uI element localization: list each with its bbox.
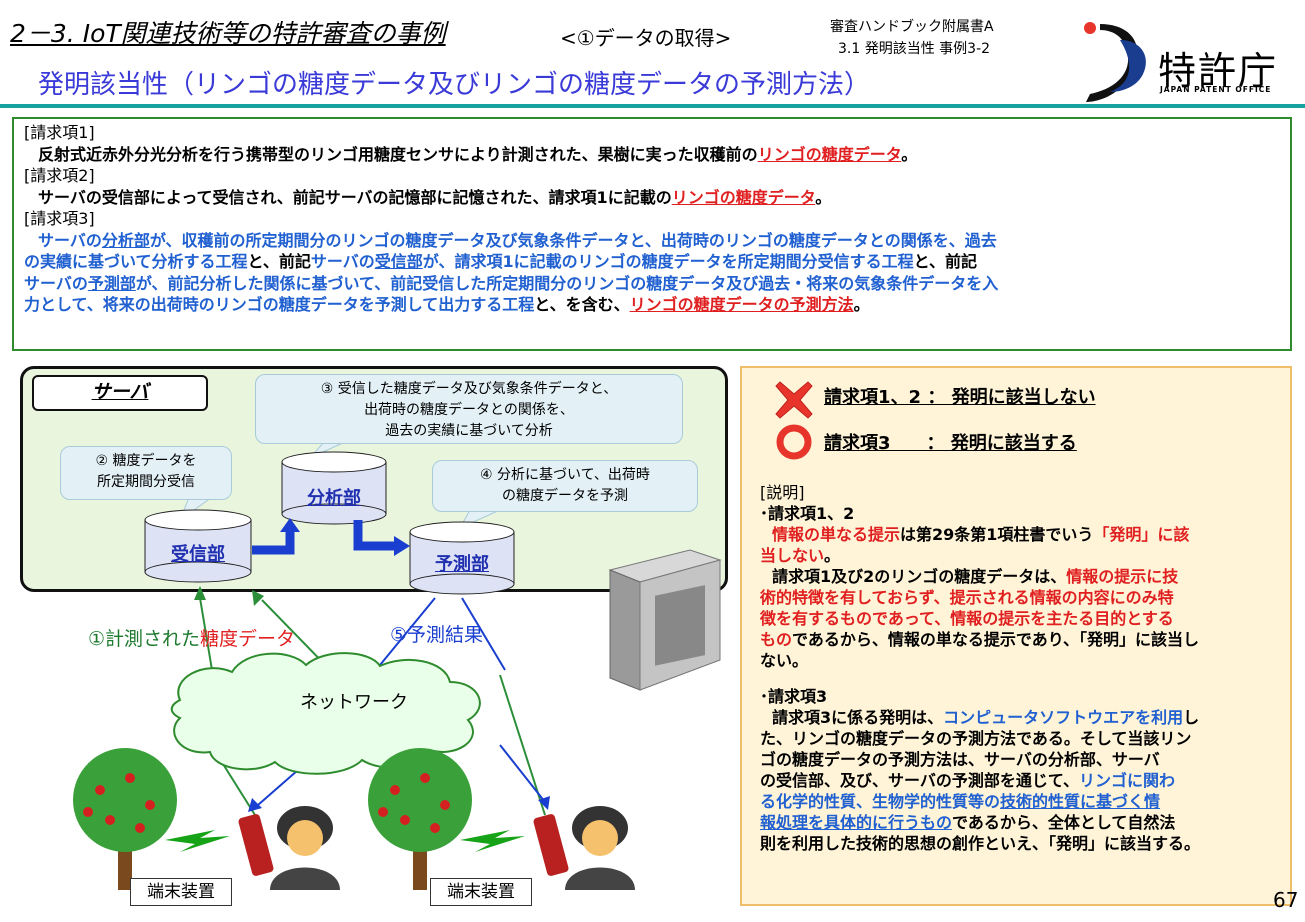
handbook-reference: 審査ハンドブック附属書A: [830, 19, 994, 35]
server-tower-icon: [608, 549, 722, 691]
claims-box: [請求項1] 反射式近赤外分光分析を行う携帯型のリンゴ用糖度センサにより計測され…: [12, 117, 1292, 351]
bubble-analyze: ③ 受信した糖度データ及び気象条件データと、 出荷時の糖度データとの関係を、 過…: [255, 374, 683, 444]
header-divider: [0, 104, 1305, 108]
case-reference: 3.1 発明該当性 事例3-2: [838, 41, 991, 57]
explain-claim-3-heading: ･請求項3: [760, 687, 828, 706]
result-claim-3: 請求項3 ： 発明に該当する: [824, 433, 1077, 454]
page-number: 67: [1273, 888, 1299, 912]
claim3-label: [請求項3]: [24, 209, 95, 228]
bubble-predict-line2: の糖度データを予測: [502, 488, 628, 504]
server-label: サーバ: [32, 375, 208, 411]
explanation-panel: [740, 366, 1292, 906]
explain-line: 術的特徴を有しておらず、提示される情報の内容にのみ特: [760, 588, 1174, 607]
logo-english-text: JAPAN PATENT OFFICE: [1160, 85, 1272, 94]
bubble-predict-line1: ④ 分析に基づいて、出荷時: [480, 467, 650, 483]
analyzer-label: 分析部: [307, 488, 361, 509]
apple-tree-icon: [368, 748, 472, 890]
terminal-label-2: 端末装置: [430, 878, 532, 906]
claim2-label: [請求項2]: [24, 166, 95, 185]
person-with-terminal-icon: [533, 806, 635, 890]
measured-data-label: ①計測された糖度データ: [88, 628, 296, 650]
explain-line: ゴの糖度データの予測方法は、サーバの分析部、サーバ: [760, 750, 1160, 769]
claim1-text: 反射式近赤外分光分析を行う携帯型のリンゴ用糖度センサにより計測された、果樹に実っ…: [38, 144, 918, 164]
explanation-text: [説明] ･請求項1、2 情報の単なる提示は第29条第1項柱書でいう「発明」に該…: [760, 482, 1284, 854]
signal-icon: [165, 830, 230, 852]
network-label: ネットワーク: [300, 692, 408, 713]
explain-line: 報処理を具体的に行うものであるから、全体として自然法: [760, 813, 1176, 832]
claim3-line3: サーバの予測部が、前記分析した関係に基づいて、前記受信した所定期間分のリンゴの糖…: [24, 273, 999, 293]
claim3-line1: サーバの分析部が、収穫前の所定期間分のリンゴの糖度データ及び気象条件データと、出…: [38, 230, 997, 250]
explain-line: た、リンゴの糖度データの予測方法である。そして当該リン: [760, 729, 1192, 748]
circle-icon: [776, 424, 812, 460]
predictor-cylinder-icon: [409, 521, 515, 595]
bubble-receive-line2: 所定期間分受信: [97, 474, 195, 490]
signal-icon: [460, 830, 525, 852]
explain-heading: [説明]: [760, 483, 805, 502]
person-with-terminal-icon: [238, 806, 340, 890]
slide-subtitle: <①データの取得>: [560, 26, 732, 50]
section-heading: 発明該当性（リンゴの糖度データ及びリンゴの糖度データの予測方法）: [38, 70, 871, 100]
explain-line: 請求項1及び2のリンゴの糖度データは、情報の提示に技: [772, 567, 1179, 586]
bubble-analyze-line2: 出荷時の糖度データとの関係を、: [364, 402, 574, 418]
terminal-label-1: 端末装置: [130, 878, 232, 906]
explain-line: 則を利用した技術的思想の創作といえ、「発明」に該当する。: [760, 834, 1201, 853]
receiver-cylinder-icon: [144, 509, 252, 583]
explain-line: ものであるから、情報の単なる提示であり、「発明」に該当し: [760, 630, 1200, 649]
result-claims-1-2: 請求項1、2 ： 発明に該当しない: [824, 387, 1096, 408]
predictor-label: 予測部: [435, 554, 489, 575]
bubble-predict: ④ 分析に基づいて、出荷時 の糖度データを予測: [432, 460, 698, 512]
explain-line: の受信部、及び、サーバの予測部を通じて、リンゴに関わ: [760, 771, 1176, 790]
receiver-label: 受信部: [171, 544, 225, 565]
jpo-logo-icon: [1084, 22, 1146, 102]
bubble-receive: ② 糖度データを 所定期間分受信: [60, 446, 232, 500]
claim3-line2: の実績に基づいて分析する工程と、前記サーバの受信部が、請求項1に記載のリンゴの糖…: [24, 252, 977, 271]
claim2-text: サーバの受信部によって受信され、前記サーバの記憶部に記憶された、請求項1に記載の…: [38, 187, 832, 207]
explain-line: 請求項3に係る発明は、コンピュータソフトウエアを利用し: [772, 708, 1200, 727]
explain-claims-1-2-heading: ･請求項1、2: [760, 504, 855, 523]
bubble-receive-line1: ② 糖度データを: [95, 453, 197, 469]
network-cloud-icon: [170, 652, 481, 775]
explain-line: ない。: [760, 651, 809, 670]
explain-line: 情報の単なる提示は第29条第1項柱書でいう「発明」に該: [772, 525, 1190, 544]
analyzer-cylinder-icon: [281, 451, 387, 525]
bubble-analyze-line1: ③ 受信した糖度データ及び気象条件データと、: [320, 381, 618, 397]
diagram-graphics: [73, 434, 722, 890]
bubble-analyze-line3: 過去の実績に基づいて分析: [385, 423, 553, 439]
explain-line: 徴を有するものであって、情報の提示を主たる目的とする: [760, 609, 1174, 628]
explain-line: 当しない。: [760, 546, 841, 565]
slide-title: 2－3. IoT関連技術等の特許審査の事例: [10, 19, 446, 48]
claim1-label: [請求項1]: [24, 123, 95, 142]
claim3-line4: 力として、将来の出荷時のリンゴの糖度データを予測して出力する工程と、を含む、リン…: [24, 295, 870, 314]
prediction-result-label: ⑤予測結果: [390, 624, 484, 646]
explain-line: る化学的性質、生物学的性質等の技術的性質に基づく情: [760, 792, 1161, 811]
apple-tree-icon: [73, 748, 177, 890]
cross-icon: [775, 381, 813, 419]
logo-text: 特許庁: [1158, 49, 1279, 93]
